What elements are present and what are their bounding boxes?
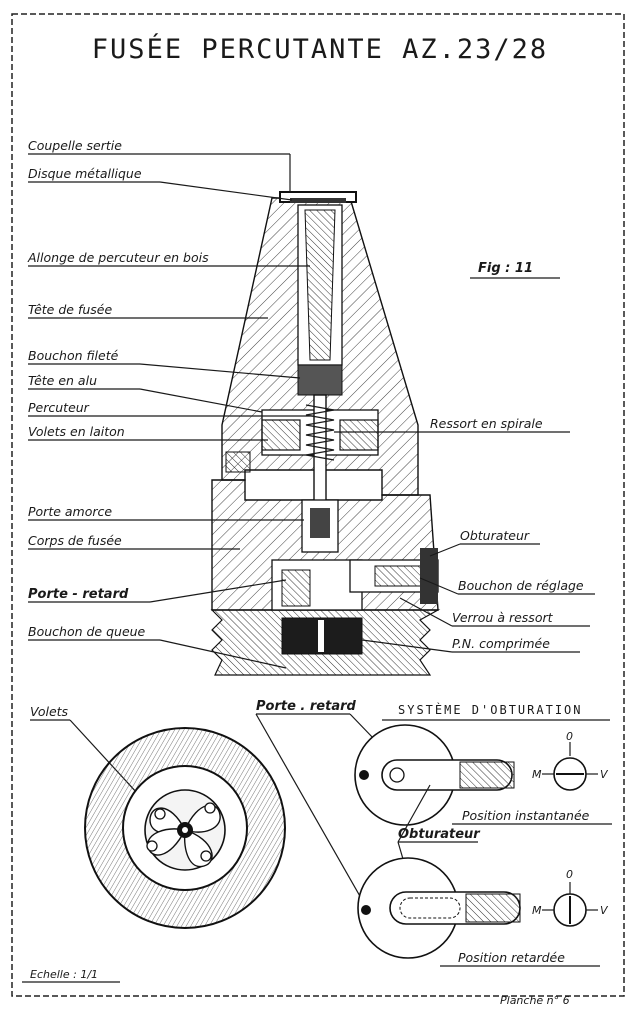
leader-bouchon-de-queue-2 (159, 639, 287, 669)
delayed-dial-right: V (600, 904, 609, 917)
shutter-pin-1 (154, 808, 166, 820)
heading-systeme-obturation: SYSTÈME D'OBTURATION (398, 702, 583, 717)
instant-hole (389, 767, 405, 783)
label-bouchon-filete: Bouchon fileté (28, 348, 119, 363)
leader-obturateur-2 (429, 543, 461, 557)
leader-disque-metallique-2 (159, 181, 293, 201)
label-allonge-percuteur: Allonge de percuteur en bois (27, 250, 209, 265)
label-coupelle-sertie: Coupelle sertie (28, 138, 122, 153)
page-border (11, 13, 625, 997)
shutter-pin-4 (146, 840, 158, 852)
side-insert (225, 451, 251, 473)
label-corps-de-fusee: Corps de fusée (28, 533, 122, 548)
label-bouchon-de-queue: Bouchon de queue (28, 624, 146, 639)
wooden-extension (304, 209, 336, 361)
label-volets-laiton: Volets en laiton (28, 424, 125, 439)
label-obturateur: Obturateur (460, 528, 530, 543)
instant-mark (359, 770, 369, 780)
leader-obturateur-lower-3 (397, 784, 431, 843)
powder-slot (318, 620, 324, 652)
label-tete-en-alu: Tête en alu (28, 373, 97, 388)
instant-dial-top: 0 (566, 730, 573, 743)
scale-note: Echelle : 1/1 (30, 968, 98, 981)
delayed-dial-top: 0 (566, 868, 573, 881)
leader-porte-retard-lower-3 (349, 713, 376, 741)
leader-porte-retard-2 (149, 579, 287, 603)
instant-dial-left: M (532, 768, 542, 781)
label-porte-amorce: Porte amorce (28, 504, 112, 519)
leader-tete-en-alu-2 (139, 388, 263, 413)
drawing-title: FUSÉE PERCUTANTE AZ.23/28 (92, 33, 548, 65)
label-porte-retard: Porte - retard (28, 587, 129, 602)
label-position-retardee: Position retardée (458, 950, 565, 965)
brass-shutters-right (339, 419, 379, 451)
instant-dial-right: V (600, 768, 609, 781)
delayed-dial-left: M (532, 904, 542, 917)
label-pn-comprimee: P.N. comprimée (452, 636, 550, 651)
left-labels: Coupelle sertie Disque métallique Allong… (27, 138, 314, 669)
label-volets: Volets (30, 704, 69, 719)
shutter-pin-3 (200, 850, 212, 862)
right-labels: Ressort en spirale Obturateur Bouchon de… (334, 416, 595, 653)
label-tete-de-fusee: Tête de fusée (28, 302, 112, 317)
leader-bouchon-de-reglage-2 (419, 577, 459, 595)
leader-bouchon-filete-2 (139, 363, 301, 379)
label-position-instantanee: Position instantanée (462, 808, 590, 823)
shutter-pin-2 (204, 802, 216, 814)
obturation-system: Porte . retard SYSTÈME D'OBTURATION 0 M … (255, 699, 612, 967)
label-bouchon-de-reglage: Bouchon de réglage (458, 578, 584, 593)
shutters-top-view: Volets (30, 704, 286, 929)
leader-verrou-ressort-2 (399, 597, 453, 627)
fuse-cross-section (210, 191, 441, 676)
setting-plug (374, 565, 426, 587)
center-pin-dot (182, 827, 188, 833)
leader-pn-comprimee-2 (361, 639, 453, 653)
label-porte-retard-lower: Porte . retard (256, 699, 357, 714)
plate-number: Planche n° 6 (500, 994, 570, 1007)
label-verrou-ressort: Verrou à ressort (452, 610, 554, 625)
threaded-plug (297, 364, 343, 396)
spiral-spring (305, 404, 335, 461)
metal-disc (290, 198, 346, 203)
brass-shutters-left (261, 419, 301, 451)
leader-porte-retard-lower-2 (255, 713, 366, 906)
delayed-inner-slot (399, 897, 461, 919)
instant-plug (459, 761, 515, 789)
delayed-plug (465, 893, 521, 923)
figure-label: Fig : 11 (478, 261, 533, 276)
obturator (420, 548, 438, 604)
label-disque-metallique: Disque métallique (28, 166, 142, 181)
label-obturateur-lower: Obturateur (398, 827, 481, 842)
delayed-mark (361, 905, 371, 915)
primer (310, 508, 330, 538)
label-percuteur: Percuteur (28, 400, 90, 415)
label-ressort-spirale: Ressort en spirale (430, 416, 543, 431)
delay-element (281, 569, 311, 607)
